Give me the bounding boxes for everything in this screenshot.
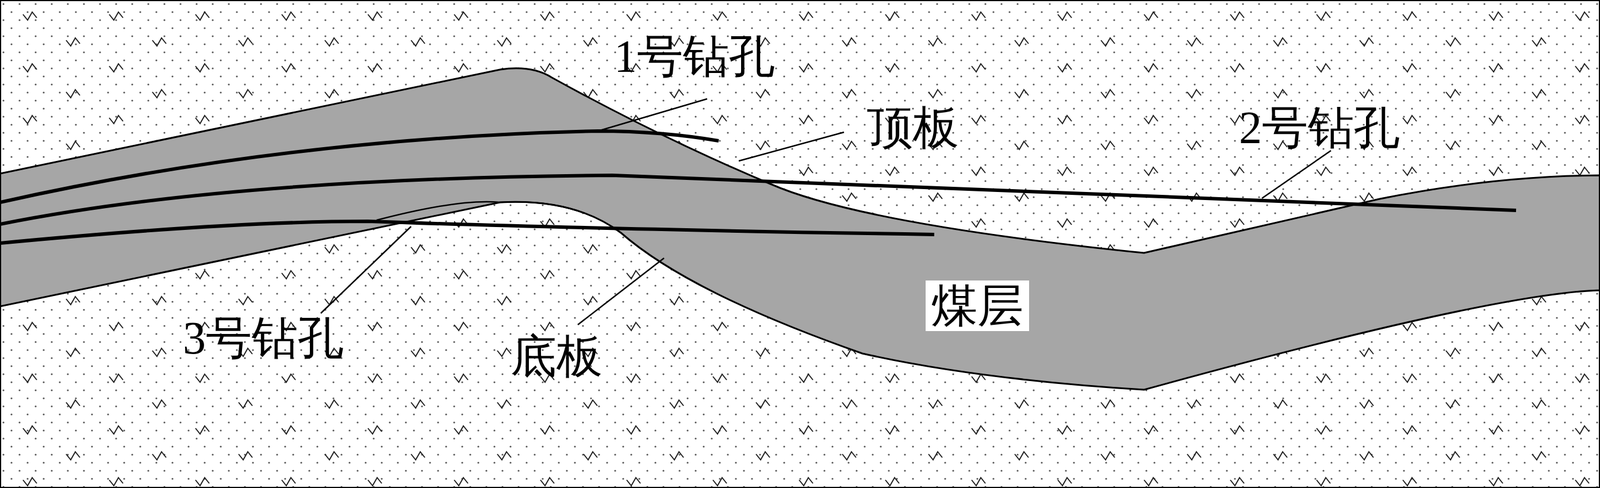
drill-hole [0, 131, 719, 203]
drill-hole-label: 3号钻孔 [182, 315, 344, 362]
drill-hole [0, 175, 1517, 225]
drill-hole-label: 2号钻孔 [1238, 104, 1400, 151]
leader-lines [320, 98, 1331, 325]
drill-hole [0, 221, 935, 244]
coal-seam [0, 68, 1600, 390]
drill-hole-label: 1号钻孔 [614, 33, 775, 80]
floor-label: 底板 [510, 333, 603, 380]
roof-label: 顶板 [866, 104, 959, 151]
seam-label: 煤层 [925, 280, 1030, 332]
